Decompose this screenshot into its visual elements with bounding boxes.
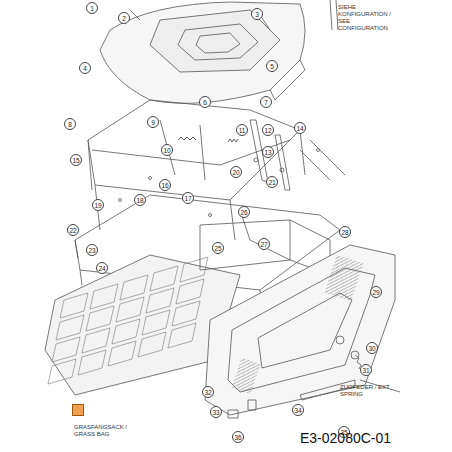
callout-number: 12 bbox=[262, 124, 274, 136]
callout-number: 10 bbox=[161, 144, 173, 156]
callout-number: 30 bbox=[366, 342, 378, 354]
callout-number: 14 bbox=[294, 122, 306, 134]
callout-number: 21 bbox=[266, 176, 278, 188]
callout-number: 27 bbox=[258, 238, 270, 250]
callout-number: 13 bbox=[262, 146, 274, 158]
callout-number: 31 bbox=[360, 364, 372, 376]
callout-number: 2 bbox=[118, 12, 130, 24]
callout-number: 24 bbox=[96, 262, 108, 274]
callout-number: 22 bbox=[67, 224, 79, 236]
callout-number: 26 bbox=[238, 206, 250, 218]
part-marker bbox=[72, 404, 84, 416]
callout-number: 34 bbox=[292, 404, 304, 416]
callout-number: 9 bbox=[147, 116, 159, 128]
callout-number: 23 bbox=[86, 244, 98, 256]
callout-number: 7 bbox=[260, 96, 272, 108]
callout-number: 11 bbox=[236, 124, 248, 136]
callout-number: 25 bbox=[212, 242, 224, 254]
callout-number: 5 bbox=[266, 60, 278, 72]
callout-number: 33 bbox=[210, 406, 222, 418]
callout-number: 1 bbox=[86, 2, 98, 14]
part-note: SIEHE KONFIGURATION / SEE CONFIGURATION bbox=[338, 4, 398, 32]
part-note: GRASFANGSACK / GRASS BAG bbox=[74, 424, 134, 438]
callout-number: 20 bbox=[230, 166, 242, 178]
callout-number: 4 bbox=[79, 62, 91, 74]
callout-number: 6 bbox=[199, 96, 211, 108]
callout-number: 18 bbox=[134, 194, 146, 206]
callout-number: 29 bbox=[370, 286, 382, 298]
callout-number: 3 bbox=[251, 8, 263, 20]
callout-number: 16 bbox=[159, 179, 171, 191]
callout-number: 19 bbox=[92, 199, 104, 211]
part-note: ZUGFEDER / EXT SPRING bbox=[340, 384, 395, 398]
callout-number: 28 bbox=[339, 226, 351, 238]
callout-number: 36 bbox=[232, 431, 244, 443]
callout-number: 8 bbox=[64, 118, 76, 130]
callout-number: 32 bbox=[202, 386, 214, 398]
callout-number: 15 bbox=[70, 154, 82, 166]
drawing-number: E3-02080C-01 bbox=[300, 430, 391, 446]
callout-number: 17 bbox=[182, 192, 194, 204]
